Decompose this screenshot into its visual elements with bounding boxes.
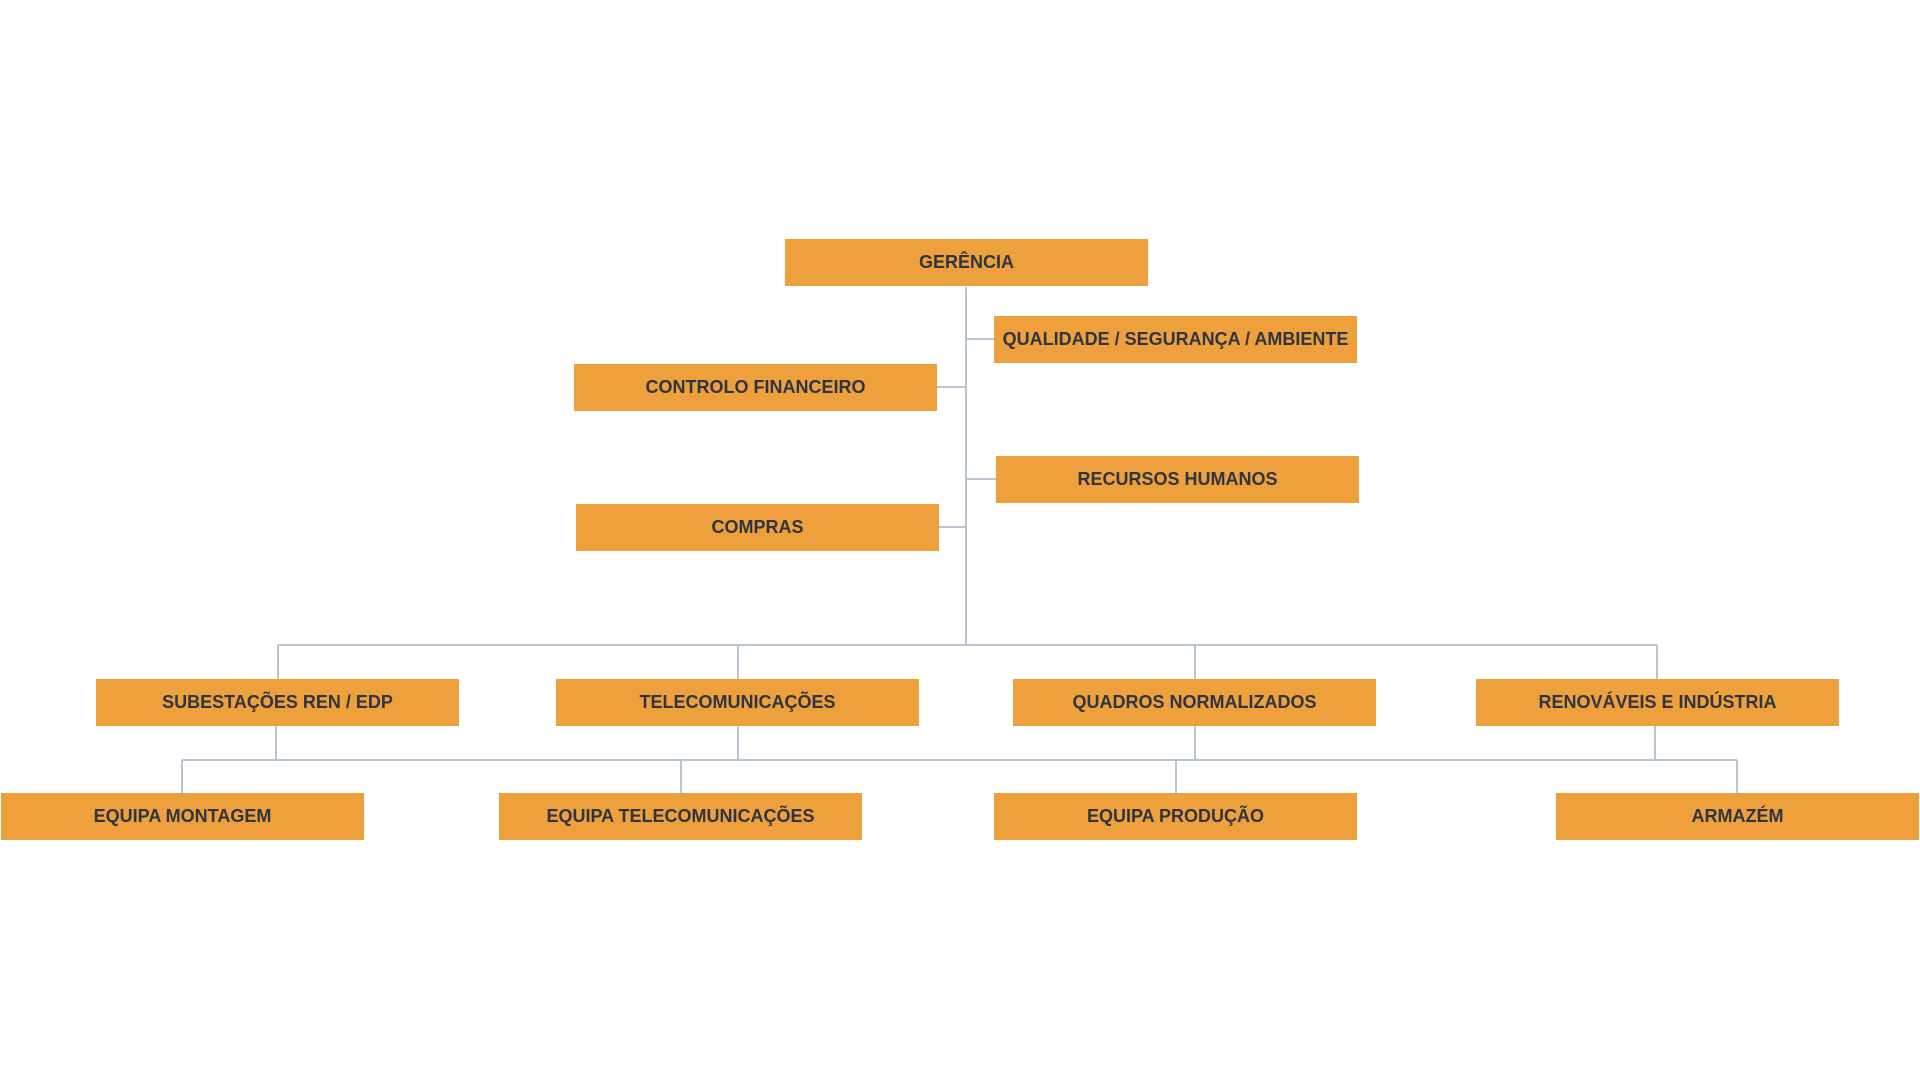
node-label: EQUIPA PRODUÇÃO	[1086, 806, 1264, 826]
node-qualidade-seguranca-ambiente: QUALIDADE / SEGURANÇA / AMBIENTE	[994, 316, 1357, 363]
node-label: GERÊNCIA	[918, 252, 1014, 272]
node-gerencia: GERÊNCIA	[785, 239, 1148, 286]
node-label: EQUIPA TELECOMUNICAÇÕES	[546, 806, 815, 826]
node-equipa-telecomunicacoes: EQUIPA TELECOMUNICAÇÕES	[499, 793, 862, 840]
node-label: CONTROLO FINANCEIRO	[645, 377, 866, 397]
node-label: ARMAZÉM	[1691, 806, 1784, 826]
node-controlo-financeiro: CONTROLO FINANCEIRO	[574, 364, 937, 411]
node-subestacoes: SUBESTAÇÕES REN / EDP	[96, 679, 459, 726]
node-compras: COMPRAS	[576, 504, 939, 551]
node-recursos-humanos: RECURSOS HUMANOS	[996, 456, 1359, 503]
node-telecomunicacoes: TELECOMUNICAÇÕES	[556, 679, 919, 726]
node-armazem: ARMAZÉM	[1556, 793, 1919, 840]
node-label: COMPRAS	[711, 517, 804, 537]
node-quadros-normalizados: QUADROS NORMALIZADOS	[1013, 679, 1376, 726]
node-label: TELECOMUNICAÇÕES	[639, 692, 836, 712]
node-renovaveis-industria: RENOVÁVEIS E INDÚSTRIA	[1476, 679, 1839, 726]
node-equipa-producao: EQUIPA PRODUÇÃO	[994, 793, 1357, 840]
node-label: EQUIPA MONTAGEM	[93, 806, 272, 826]
node-label: QUALIDADE / SEGURANÇA / AMBIENTE	[1002, 329, 1349, 349]
node-label: QUADROS NORMALIZADOS	[1072, 692, 1317, 712]
node-label: RENOVÁVEIS E INDÚSTRIA	[1538, 692, 1777, 712]
node-equipa-montagem: EQUIPA MONTAGEM	[1, 793, 364, 840]
node-label: SUBESTAÇÕES REN / EDP	[162, 692, 393, 712]
node-label: RECURSOS HUMANOS	[1077, 469, 1278, 489]
